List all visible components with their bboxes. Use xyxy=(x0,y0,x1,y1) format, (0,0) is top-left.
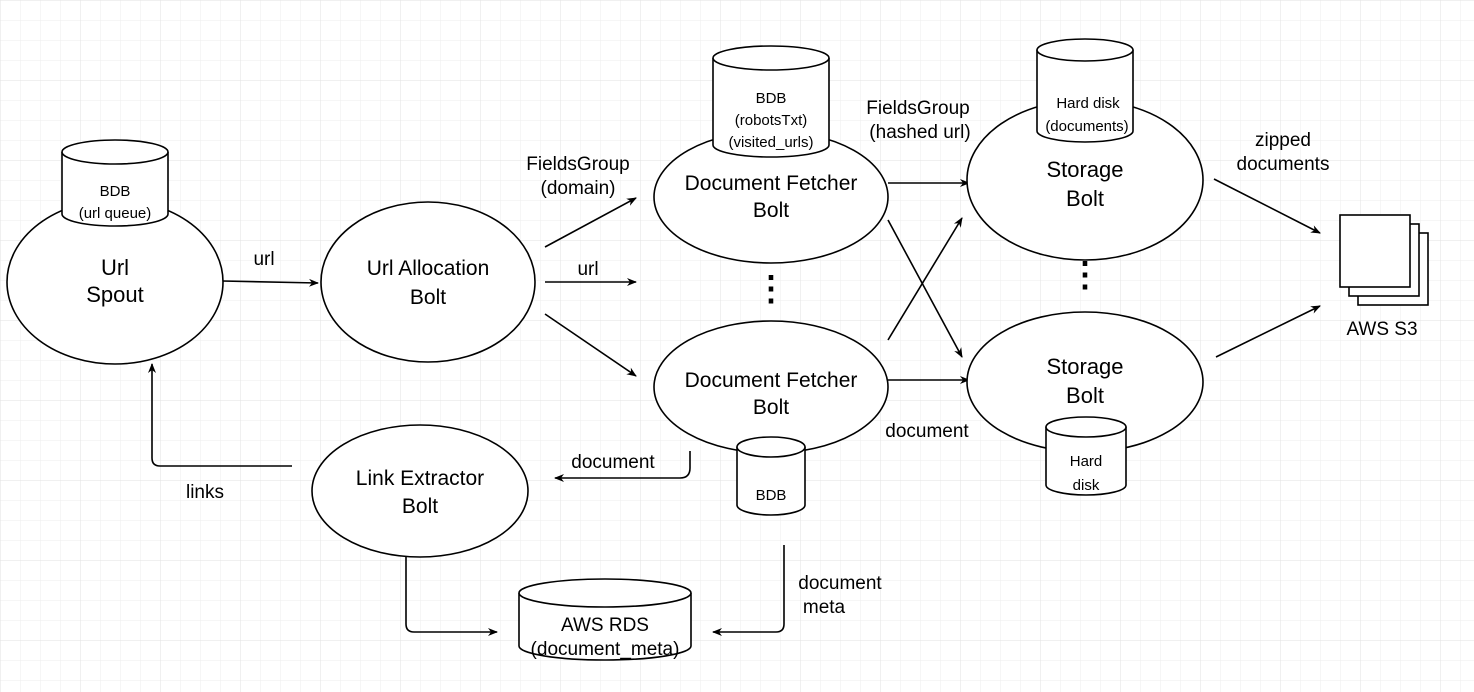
storage-top-node[interactable]: Storage Bolt xyxy=(966,99,1204,261)
storage-top-line2: Bolt xyxy=(1066,186,1104,211)
label-url-spout: url xyxy=(253,249,274,270)
spout-db-line1: BDB xyxy=(100,183,131,200)
label-document-meta-2: meta xyxy=(803,597,846,618)
fetcher-bottom-line2: Bolt xyxy=(753,396,789,419)
storage-ellipsis: ⋮ xyxy=(1068,256,1102,294)
fetcher-bottom-db-line1: BDB xyxy=(756,487,787,504)
fetcher-top-db-line2: (robotsTxt) xyxy=(735,112,808,129)
label-links: links xyxy=(186,482,224,503)
edges xyxy=(148,178,1321,636)
storage-bottom-line2: Bolt xyxy=(1066,383,1104,408)
fetcher-top-line2: Bolt xyxy=(753,199,789,222)
url-spout-line2: Spout xyxy=(86,282,144,307)
label-document-meta-1: document xyxy=(798,573,882,594)
fetcher-top-node[interactable]: Document Fetcher Bolt xyxy=(653,130,889,264)
label-fieldsgroup-hashed-2: (hashed url) xyxy=(869,122,970,143)
label-fieldsgroup-hashed-1: FieldsGroup xyxy=(866,98,970,119)
label-document-link: document xyxy=(571,452,655,473)
edge-spout-to-allocation[interactable] xyxy=(221,278,319,287)
storage-bottom-node[interactable]: Storage Bolt xyxy=(966,311,1204,453)
url-allocation-node[interactable]: Url Allocation Bolt xyxy=(320,201,536,363)
aws-s3-node[interactable]: AWS S3 xyxy=(1339,214,1429,340)
storage-top-db-cylinder[interactable]: Hard disk (documents) xyxy=(1036,38,1134,143)
edge-fetcher-top-to-storage-bottom[interactable] xyxy=(887,219,963,358)
fetcher-top-db-cylinder[interactable]: BDB (robotsTxt) (visited_urls) xyxy=(712,45,830,158)
storage-bottom-db-cylinder[interactable]: Hard disk xyxy=(1045,416,1127,496)
label-fieldsgroup-domain-1: FieldsGroup xyxy=(526,154,630,175)
aws-rds-line2: (document_meta) xyxy=(531,639,680,660)
fetcher-bottom-db-cylinder[interactable]: BDB xyxy=(736,436,806,516)
aws-rds-line1: AWS RDS xyxy=(561,615,649,636)
label-fieldsgroup-domain-2: (domain) xyxy=(541,178,616,199)
edge-allocation-to-fetcher-bottom[interactable] xyxy=(544,313,637,377)
storage-top-db-line2: (documents) xyxy=(1045,118,1128,135)
fetcher-top-line1: Document Fetcher xyxy=(685,172,858,195)
label-zipped-1: zipped xyxy=(1255,130,1311,151)
url-spout-line1: Url xyxy=(101,255,129,280)
link-extractor-node[interactable]: Link Extractor Bolt xyxy=(311,424,529,558)
fetcher-bottom-node[interactable]: Document Fetcher Bolt xyxy=(653,320,889,454)
label-zipped-2: documents xyxy=(1237,154,1330,175)
storage-bottom-db-line2: disk xyxy=(1073,477,1100,494)
edge-storage-top-to-s3[interactable] xyxy=(1213,178,1321,234)
aws-rds-cylinder[interactable]: AWS RDS (document_meta) xyxy=(518,578,692,661)
edge-fetcher-bottom-to-storage-top[interactable] xyxy=(887,217,963,341)
edge-allocation-to-fetcher-top[interactable] xyxy=(544,197,637,248)
label-document-storage: document xyxy=(885,421,969,442)
fetcher-top-db-line3: (visited_urls) xyxy=(728,134,813,151)
storage-top-line1: Storage xyxy=(1046,157,1123,182)
link-extractor-line1: Link Extractor xyxy=(356,467,484,490)
edge-fetcher-to-link-extractor[interactable] xyxy=(554,451,691,482)
edge-labels: url url FieldsGroup (domain) FieldsGroup… xyxy=(186,98,1329,618)
spout-db-line2: (url queue) xyxy=(79,205,152,222)
fetcher-top-db-line1: BDB xyxy=(756,90,787,107)
storage-top-db-line1: Hard disk xyxy=(1056,95,1120,112)
edge-links-to-spout[interactable] xyxy=(148,363,292,467)
edge-storage-bottom-to-s3[interactable] xyxy=(1215,305,1321,358)
edge-fetcher-to-rds[interactable] xyxy=(712,545,785,636)
fetcher-ellipsis: ⋮ xyxy=(754,270,788,308)
fetcher-bottom-line1: Document Fetcher xyxy=(685,369,858,392)
label-url-allocation: url xyxy=(577,259,598,280)
aws-s3-label: AWS S3 xyxy=(1346,319,1417,340)
link-extractor-line2: Bolt xyxy=(402,495,438,518)
spout-db-cylinder[interactable]: BDB (url queue) xyxy=(61,139,169,227)
url-allocation-line2: Bolt xyxy=(410,286,446,309)
url-allocation-line1: Url Allocation xyxy=(367,257,490,280)
storage-bottom-line1: Storage xyxy=(1046,354,1123,379)
edge-link-extractor-to-rds[interactable] xyxy=(405,545,498,636)
documents-stack-icon xyxy=(1339,214,1429,306)
storage-bottom-db-line1: Hard xyxy=(1070,453,1103,470)
